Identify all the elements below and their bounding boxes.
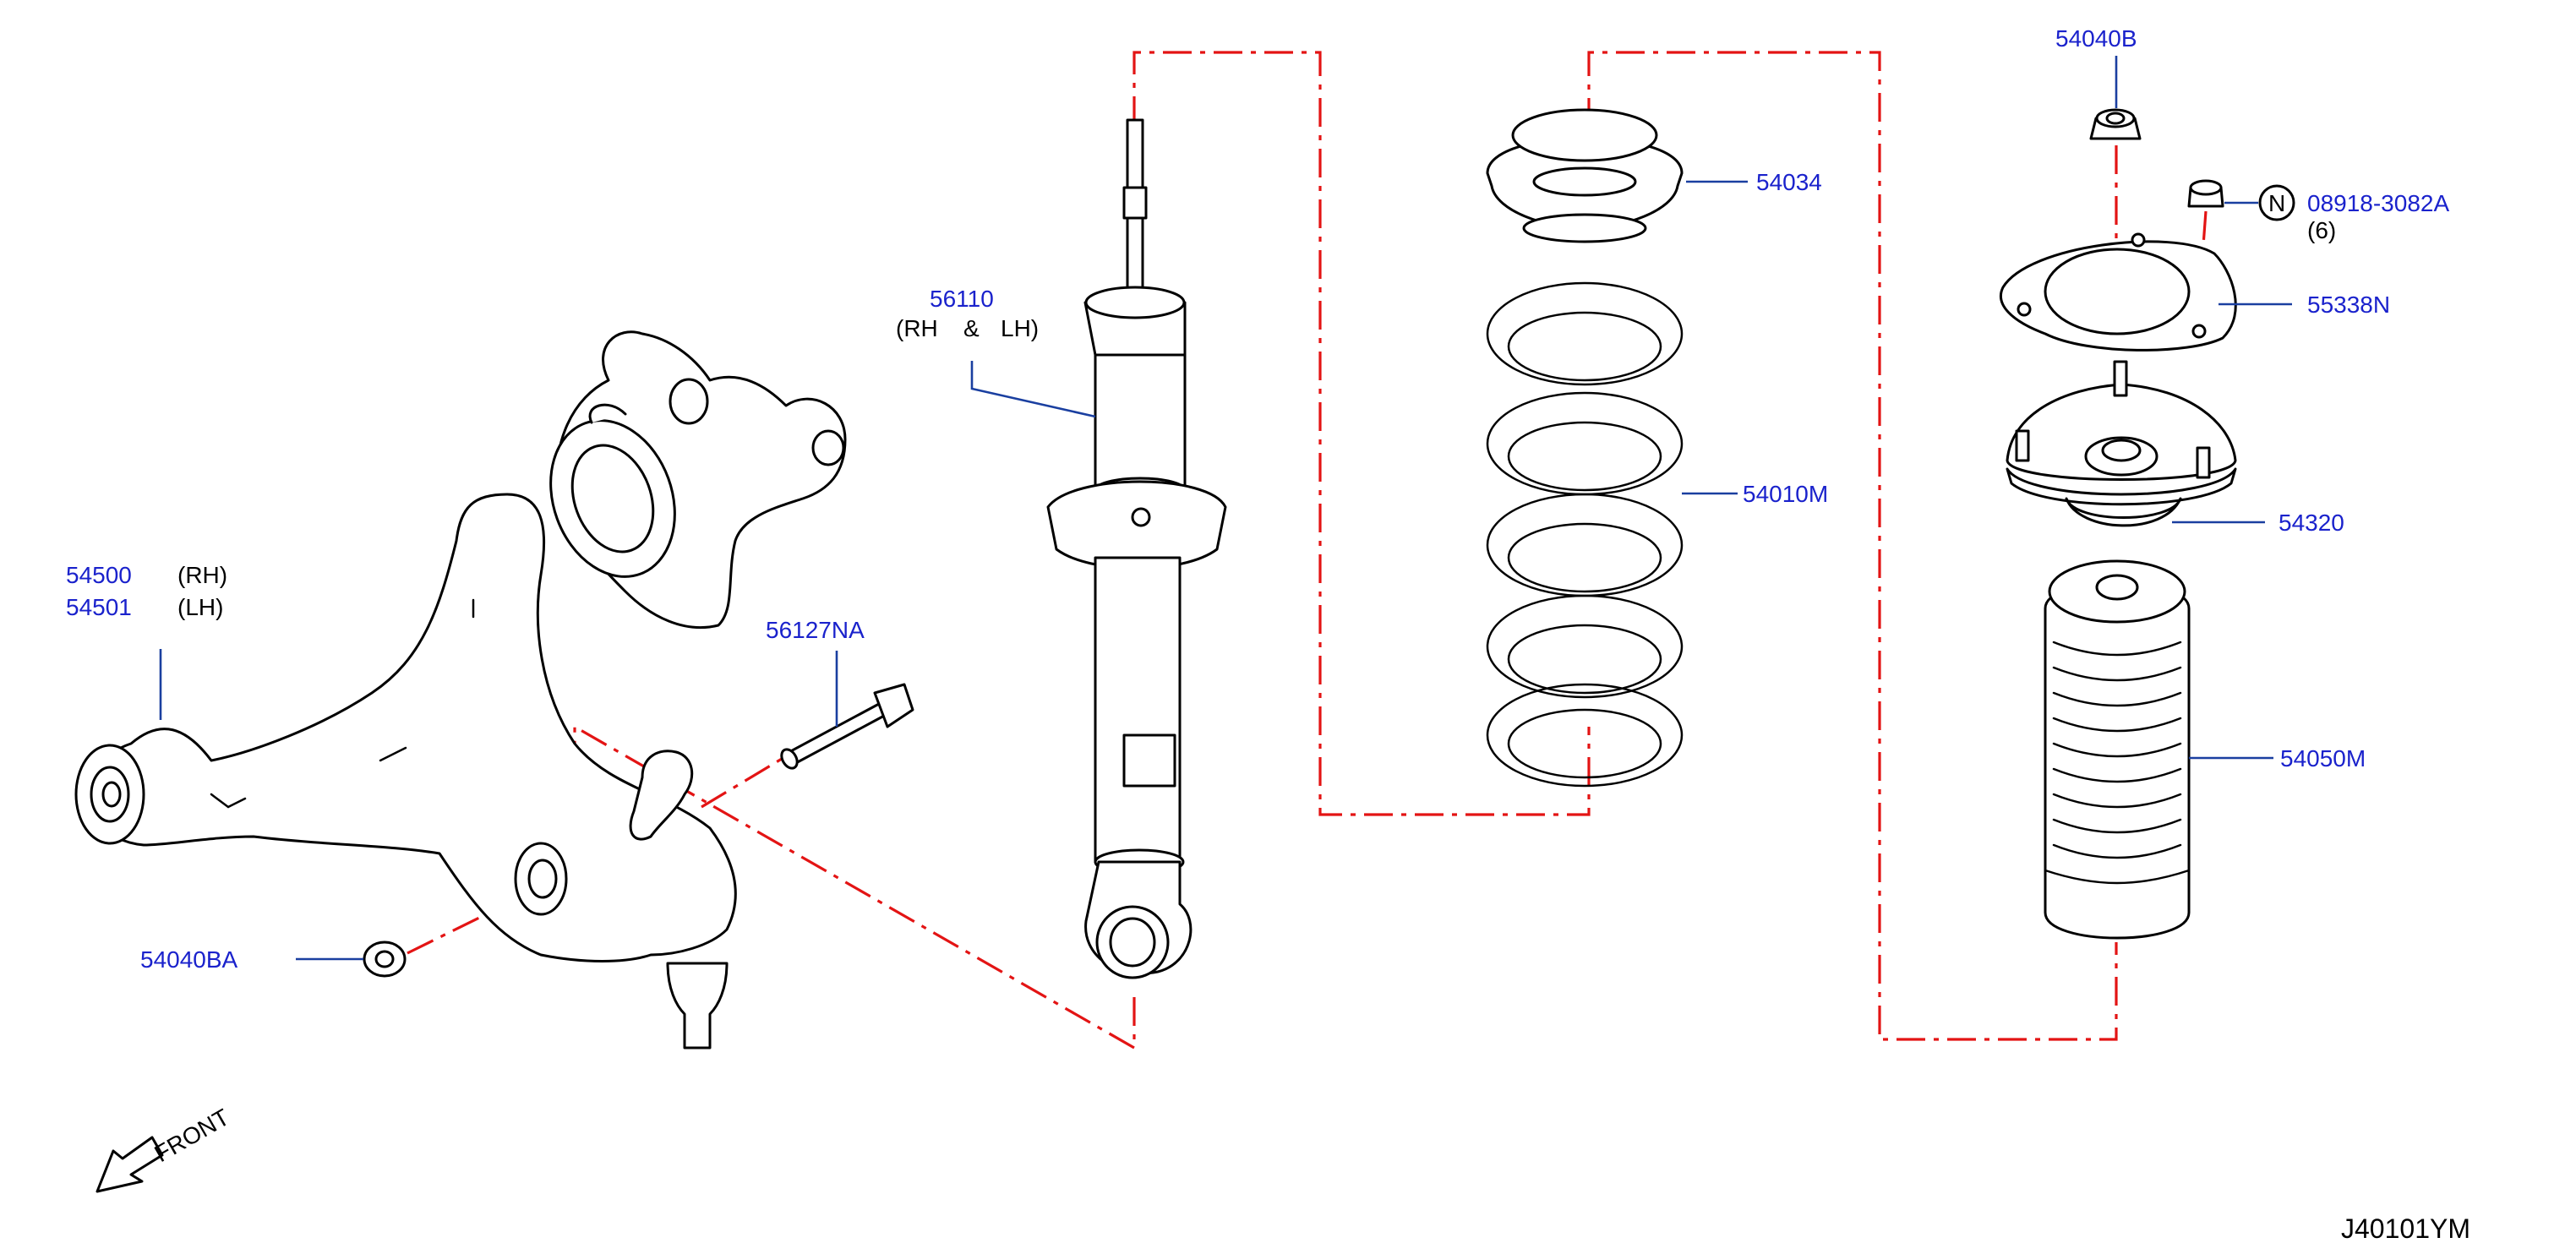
front-arrow-icon	[96, 1136, 164, 1193]
label-56110-amp: &	[963, 315, 980, 341]
label-56110-lh: LH)	[1001, 315, 1039, 341]
label-56127NA: 56127NA	[766, 617, 865, 643]
label-54500: 54500	[66, 562, 132, 588]
shock-absorber	[1046, 118, 1227, 979]
label-08918-3082A: 08918-3082A	[2307, 190, 2449, 216]
coil-spring	[1486, 281, 1684, 788]
nut-54040BA	[363, 940, 407, 978]
label-54501-lh: (LH)	[177, 594, 223, 620]
label-diagram-code: J40101YM	[2341, 1213, 2470, 1244]
label-56110-rh: (RH	[896, 315, 938, 341]
bump-boot	[2044, 559, 2191, 940]
label-54501: 54501	[66, 594, 132, 620]
label-54500-rh: (RH)	[177, 562, 227, 588]
label-08918-qty: (6)	[2307, 217, 2336, 243]
nut-54040B	[2089, 108, 2142, 140]
leader-lines	[159, 56, 2292, 961]
label-54320: 54320	[2279, 510, 2344, 536]
plate-55338N	[2000, 232, 2237, 352]
n-circle-icon	[2258, 184, 2295, 221]
shock-to-knuckle-line	[573, 724, 1136, 1050]
bolt-line	[701, 755, 787, 809]
spring-seat	[1486, 108, 1684, 243]
label-54040BA: 54040BA	[140, 946, 238, 973]
mount-54320	[2006, 360, 2237, 527]
shock-top-line	[1132, 51, 1591, 816]
label-55338N: 55338N	[2307, 292, 2390, 318]
label-54050M: 54050M	[2280, 745, 2366, 771]
label-front: FRONT	[150, 1104, 234, 1167]
spring-top-line	[1587, 51, 2118, 1041]
label-54010M: 54010M	[1743, 481, 1828, 507]
bolt-56127NA	[780, 683, 914, 770]
label-54034: 54034	[1756, 169, 1822, 195]
lower-ball-joint	[666, 962, 729, 1050]
label-56110: 56110	[930, 286, 994, 312]
label-54040B: 54040B	[2055, 25, 2137, 52]
lower-control-arm	[74, 330, 847, 1050]
label-n-circle: N	[2268, 190, 2285, 216]
bolt-08918-3082A	[2187, 179, 2295, 221]
